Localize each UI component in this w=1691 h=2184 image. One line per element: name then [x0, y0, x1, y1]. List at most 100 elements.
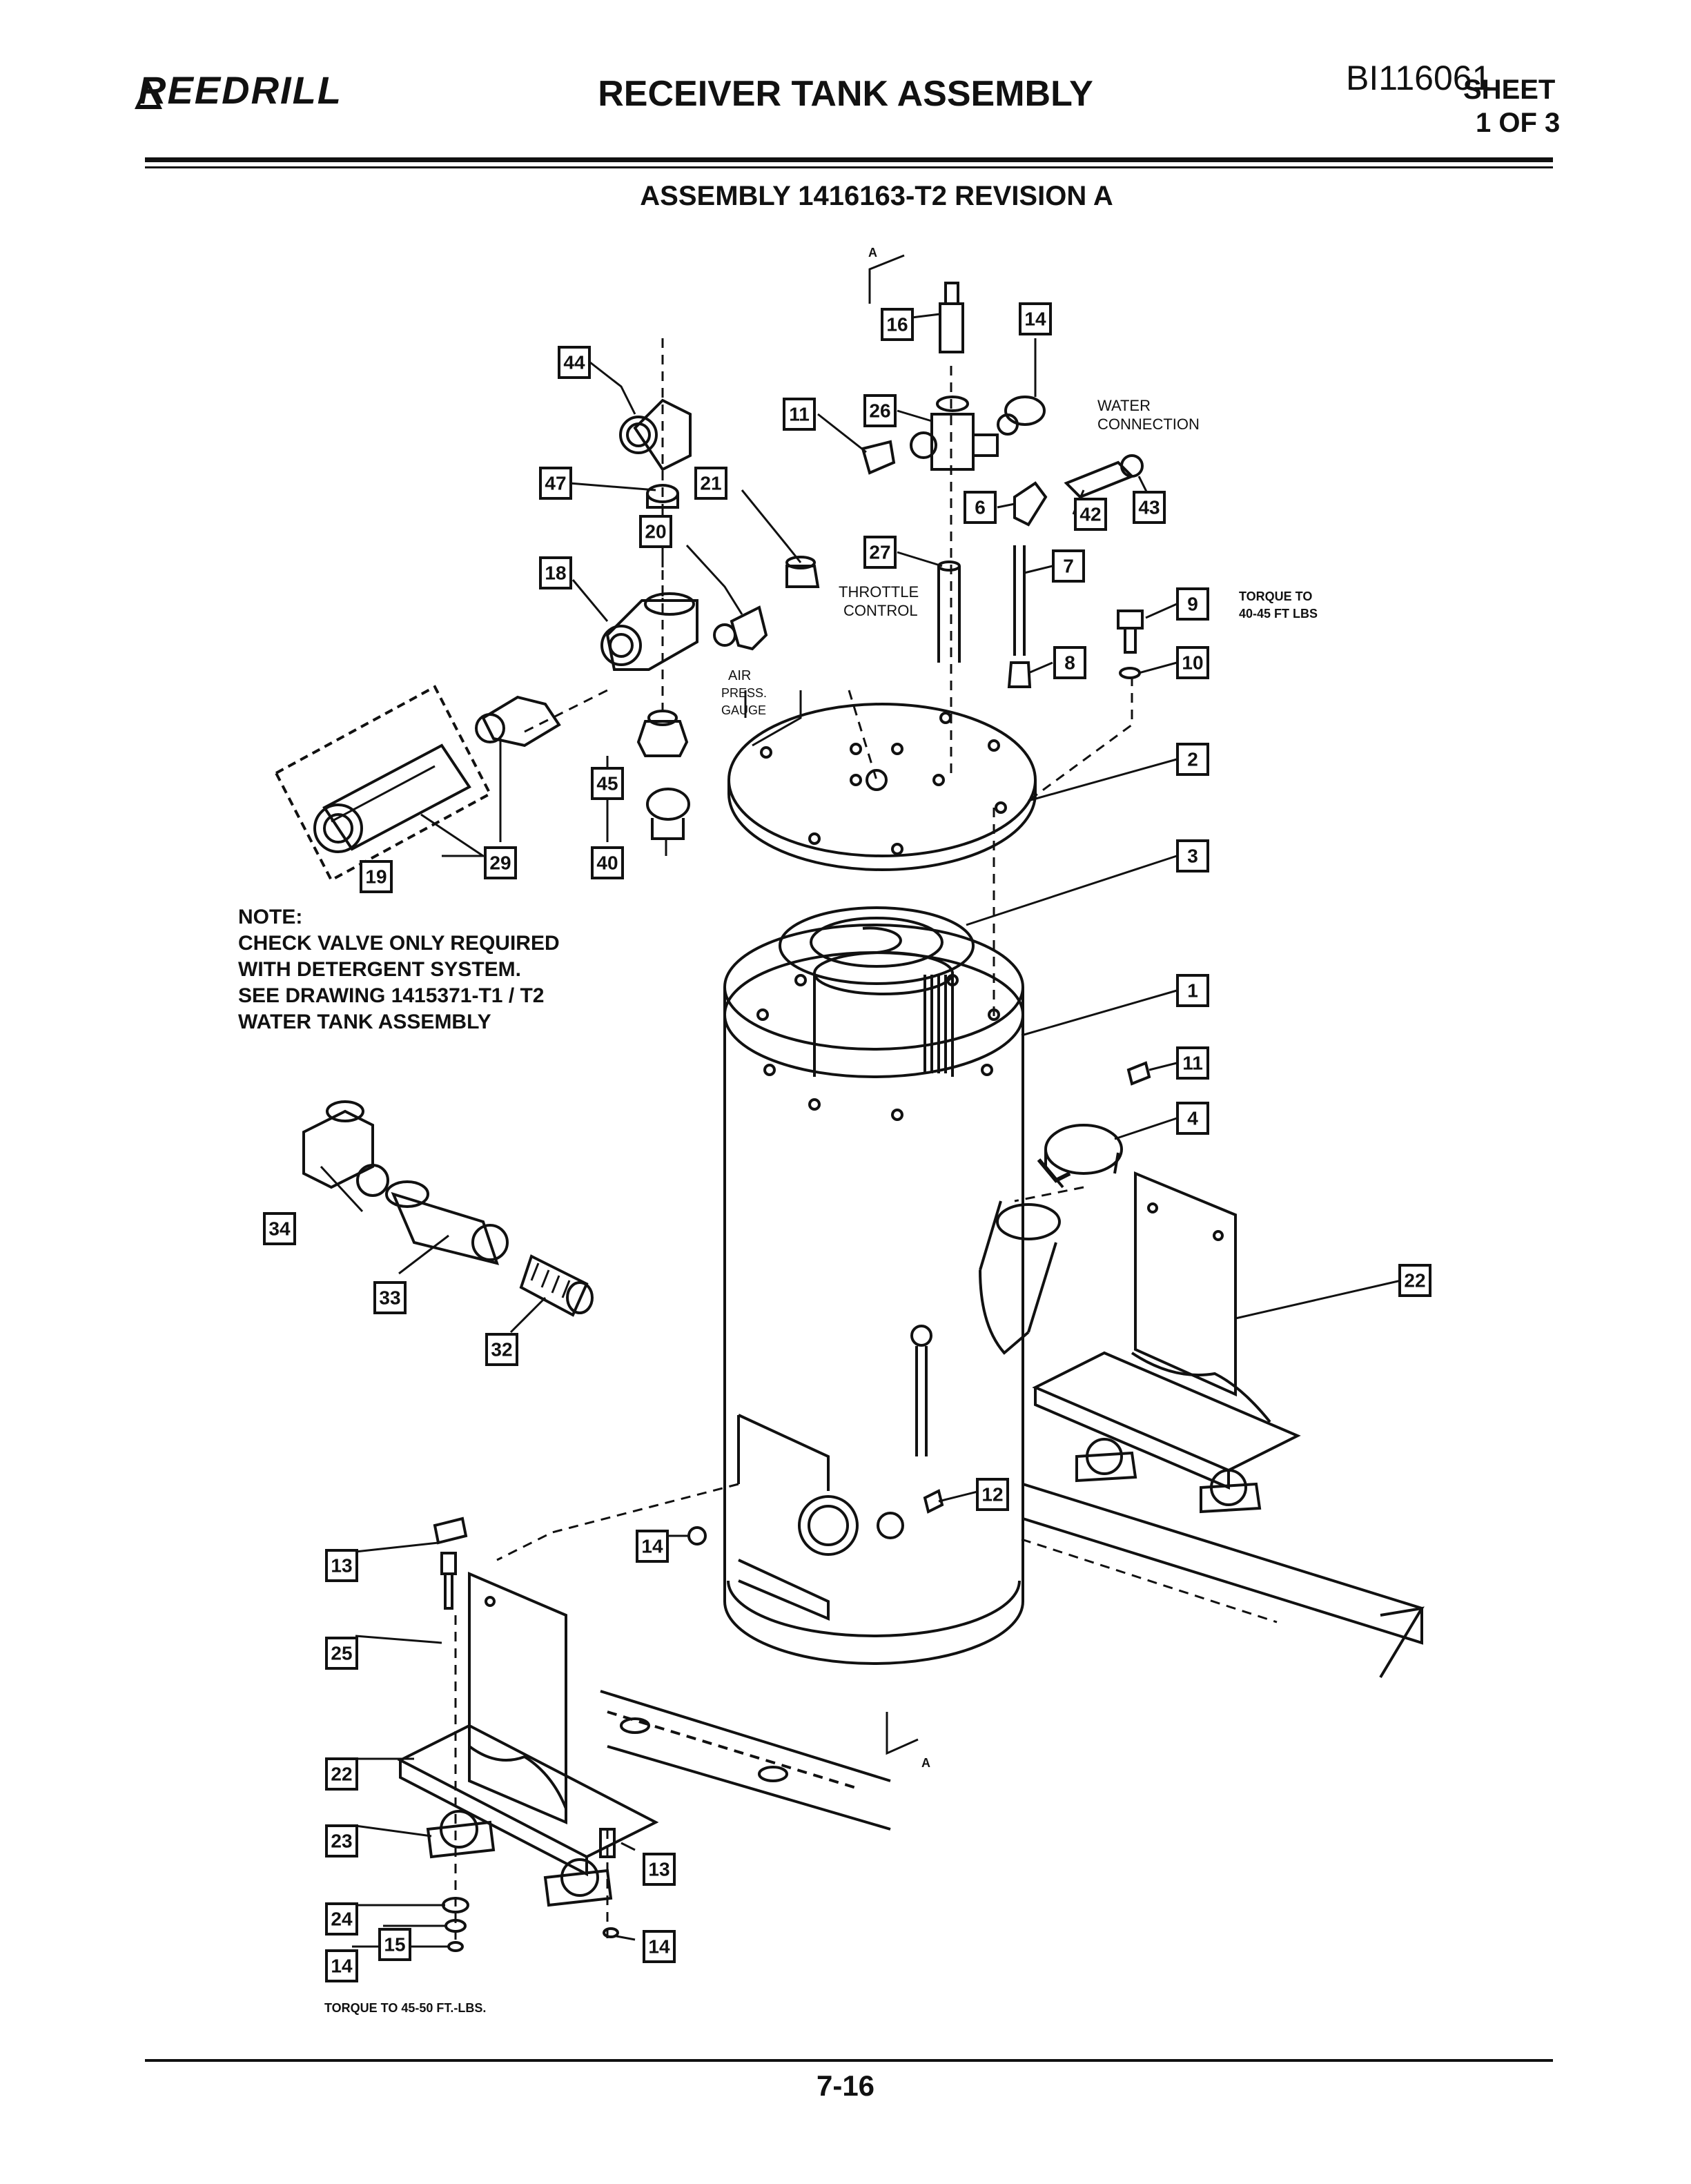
sheet-label: SHEET: [1463, 75, 1556, 105]
part-callout-item-21: 21: [694, 467, 727, 500]
strainer-32: [519, 1254, 594, 1317]
document-id: BI116061: [1346, 59, 1492, 97]
centerlines: [454, 338, 1278, 1947]
part-callout-item-34: 34: [263, 1212, 296, 1245]
part-callout-item-19: 19: [360, 860, 393, 893]
washers-24-15-14: [442, 1897, 619, 1952]
part-callout-item-2: 2: [1176, 743, 1209, 776]
part-callout-item-43: 43: [1133, 491, 1166, 524]
callout-number: 23: [331, 1831, 352, 1852]
callout-number: 45: [596, 773, 618, 794]
part-callout-item-4: 4: [1176, 1102, 1209, 1135]
callout-box: [1176, 743, 1209, 776]
page-title: RECEIVER TANK ASSEMBLY: [598, 74, 1093, 114]
filter-gasket: [779, 906, 975, 985]
throttle-control-label: THROTTLE: [839, 583, 919, 601]
callout-box: [485, 1333, 518, 1366]
callout-number: 13: [331, 1555, 352, 1577]
callout-number: 11: [789, 404, 810, 425]
assembly-subtitle: ASSEMBLY 1416163-T2 REVISION A: [640, 181, 1113, 211]
part-callout-item-45: 45: [591, 767, 624, 800]
throttle-fitting-21: [785, 556, 820, 588]
callout-number: 11: [1182, 1053, 1203, 1074]
torque-bottom-label: TORQUE TO 45-50 FT.-LBS.: [324, 2001, 486, 2015]
page-number: 7-16: [816, 2069, 875, 2102]
callout-number: 26: [869, 400, 890, 422]
callout-box: [636, 1530, 669, 1563]
part-callout-item-27: 27: [863, 536, 897, 569]
part-callout-item-25: 25: [325, 1637, 358, 1670]
callout-number: 7: [1063, 556, 1074, 577]
water-connection-label: CONNECTION: [1097, 416, 1200, 433]
part-callout-item-33: 33: [373, 1281, 407, 1314]
callout-number: 14: [648, 1936, 670, 1958]
part-callout-item-14: 14: [325, 1949, 358, 1982]
part-callout-item-44: 44: [558, 346, 591, 379]
callout-box: [378, 1928, 411, 1961]
callout-box: [1053, 646, 1086, 679]
note-line: WATER TANK ASSEMBLY: [238, 1011, 491, 1033]
tube-27: [937, 560, 961, 663]
nut-14-side: [687, 1526, 707, 1546]
part-callout-item-47: 47: [539, 467, 572, 500]
callout-box: [1176, 1102, 1209, 1135]
callout-number: 14: [331, 1956, 353, 1977]
hose-33: [385, 1180, 509, 1265]
callout-box: [1074, 498, 1107, 531]
callout-number: 15: [384, 1934, 405, 1956]
frame-rail-left: [600, 1690, 891, 1831]
section-a-top-label: A: [868, 246, 877, 260]
callout-number: 14: [641, 1536, 663, 1557]
part-callout-item-14: 14: [636, 1530, 669, 1563]
part-callout-item-13: 13: [325, 1549, 358, 1582]
callout-number: 10: [1182, 652, 1203, 674]
callout-box: [373, 1281, 407, 1314]
brand-logo: REEDRILL: [138, 68, 342, 112]
isolator-mount-right: [1075, 1438, 1262, 1514]
note-line: WITH DETERGENT SYSTEM.: [238, 958, 522, 981]
part-callout-item-1: 1: [1176, 974, 1209, 1007]
part-callout-item-14: 14: [643, 1930, 676, 1963]
callout-box: [325, 1949, 358, 1982]
washer-10: [1119, 667, 1141, 679]
part-callout-item-22: 22: [1398, 1264, 1431, 1297]
callout-box: [863, 536, 897, 569]
callout-number: 42: [1079, 504, 1101, 525]
callout-box: [1019, 302, 1052, 335]
callout-box: [1176, 839, 1209, 872]
air-gauge-label: AIR: [728, 668, 751, 683]
leader-lines: [320, 313, 1402, 1948]
part-callout-item-20: 20: [639, 515, 672, 548]
footer-rule: [145, 2059, 1553, 2062]
callout-number: 34: [268, 1218, 291, 1240]
callout-box: [263, 1212, 296, 1245]
callout-box: [539, 556, 572, 589]
bolt-9: [1117, 610, 1144, 654]
plug-12: [923, 1489, 944, 1514]
callout-number: 43: [1138, 497, 1160, 518]
bolts-13-25: [433, 1517, 616, 1858]
callout-box: [863, 394, 897, 427]
air-gauge-label: PRESS.: [721, 686, 767, 700]
callout-number: 20: [645, 521, 666, 543]
part-callout-item-13: 13: [643, 1853, 676, 1886]
cross-fitting-26: [910, 396, 999, 471]
part-callout-item-10: 10: [1176, 646, 1209, 679]
callout-box: [325, 1824, 358, 1858]
part-callout-item-15: 15: [378, 1928, 411, 1961]
callout-box: [783, 398, 816, 431]
throttle-control-label: CONTROL: [843, 602, 918, 619]
header-rule-thick: [145, 157, 1553, 162]
callout-box: [1133, 491, 1166, 524]
callout-box: [1176, 646, 1209, 679]
callout-box: [1176, 587, 1209, 621]
check-valve-19: [274, 685, 492, 882]
frame-rail-right: [1022, 1483, 1425, 1679]
part-callout-item-7: 7: [1052, 549, 1085, 583]
bushing-45: [636, 710, 689, 757]
isolator-mount-left: [426, 1810, 613, 1907]
fitting-42-43: [1064, 454, 1144, 499]
sight-glass-7: [1013, 545, 1026, 656]
section-a-bottom-label: A: [921, 1756, 930, 1770]
